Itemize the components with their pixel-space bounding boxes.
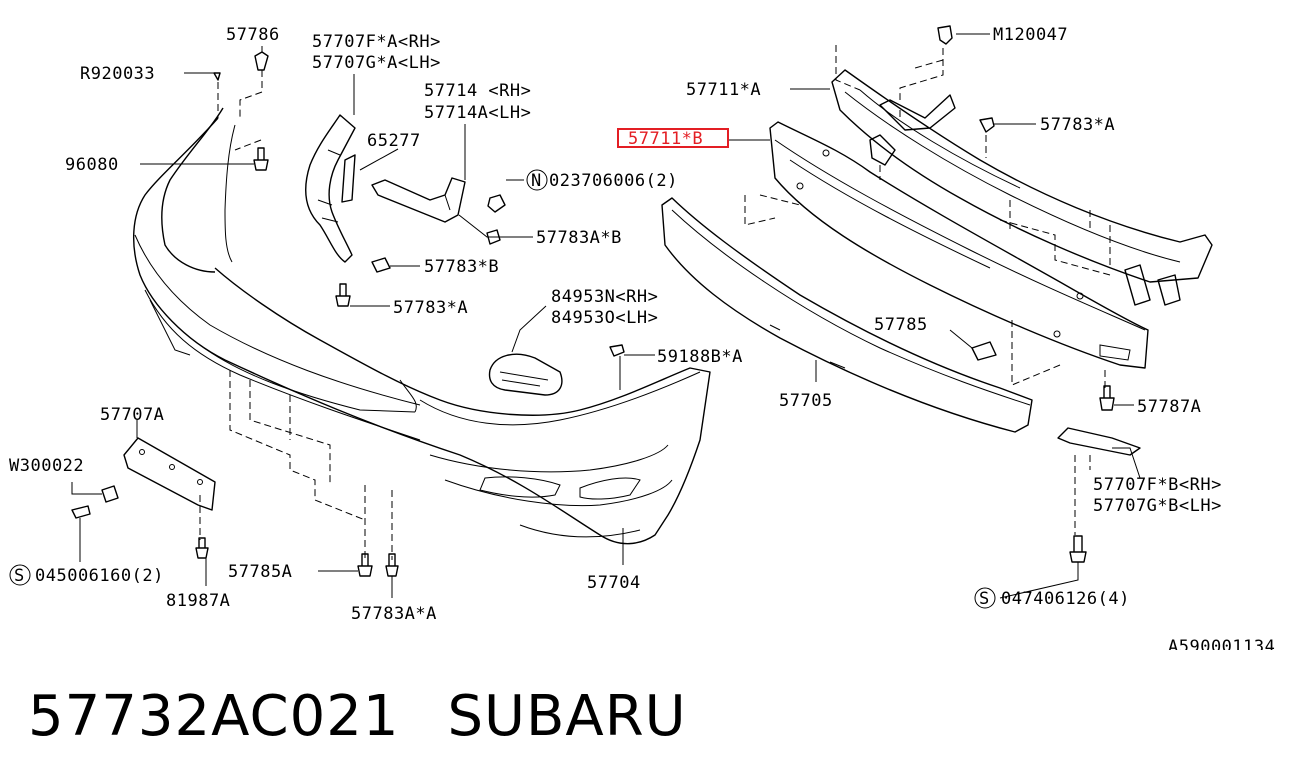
absorber-57705 [661, 197, 1033, 433]
label-57707gb: 57707G*B<LH> [1093, 496, 1222, 516]
parts-diagram: N S S 57786 R920033 96080 57707F*A<RH> 5… [9, 25, 1275, 650]
label-57787a: 57787A [1137, 397, 1201, 417]
callout-symbols: N S S [9, 169, 996, 609]
label-023706006: 023706006(2) [549, 171, 678, 191]
label-045006160: 045006160(2) [35, 566, 164, 586]
lower-bracket-57707a [123, 437, 216, 511]
label-57783a-right: 57783*A [1040, 115, 1115, 135]
bracket-57714 [371, 177, 466, 223]
s-callout-letter-left: S [14, 566, 25, 586]
label-w300022: W300022 [9, 456, 84, 476]
label-57783a: 57783*A [393, 298, 468, 318]
label-57707ga: 57707G*A<LH> [312, 53, 441, 73]
leader-lines [71, 33, 1141, 599]
label-57707fa: 57707F*A<RH> [312, 32, 441, 52]
n-callout-circle [526, 169, 548, 191]
label-57707a: 57707A [100, 405, 164, 425]
label-57783ab: 57783A*B [536, 228, 622, 248]
s-callout-letter-right: S [979, 589, 990, 609]
strip-65277 [341, 154, 356, 203]
label-57714a: 57714A<LH> [424, 103, 531, 123]
label-57783b: 57783*B [424, 257, 499, 277]
s-callout-circle-left [9, 564, 31, 586]
label-57785: 57785 [874, 315, 928, 335]
label-65277: 65277 [367, 131, 421, 151]
part-labels: 57786 R920033 96080 57707F*A<RH> 57707G*… [9, 25, 1275, 650]
label-m120047: M120047 [993, 25, 1068, 45]
figure-code: A590001134 [1168, 637, 1275, 650]
fog-cover-84953 [488, 353, 563, 396]
s-callout-circle-right [974, 587, 996, 609]
fasteners [71, 25, 1141, 577]
label-84953o: 84953O<LH> [551, 308, 658, 328]
bumper-cover-57704 [132, 107, 711, 545]
label-57785a: 57785A [228, 562, 292, 582]
label-59188ba: 59188B*A [657, 347, 743, 367]
label-57711a: 57711*A [686, 80, 761, 100]
n-callout-letter: N [531, 171, 542, 191]
assembly-lines [199, 45, 1111, 560]
label-57707fb: 57707F*B<RH> [1093, 475, 1222, 495]
highlight-box [617, 128, 729, 148]
label-96080: 96080 [65, 155, 119, 175]
reinforcement-57711a [831, 69, 1213, 306]
label-r920033: R920033 [80, 64, 155, 84]
label-57704: 57704 [587, 573, 641, 593]
caption: 57732AC021 SUBARU [28, 684, 735, 749]
caption-part-number: 57732AC021 [28, 684, 400, 749]
label-047406126: 047406126(4) [1001, 589, 1130, 609]
label-57711b: 57711*B [628, 129, 703, 149]
label-57783aa: 57783A*A [351, 604, 437, 624]
label-84953n: 84953N<RH> [551, 287, 658, 307]
label-57714: 57714 <RH> [424, 81, 531, 101]
label-57786: 57786 [226, 25, 280, 45]
label-57705: 57705 [779, 391, 833, 411]
caption-brand: SUBARU [447, 684, 687, 749]
label-81987a: 81987A [166, 591, 230, 611]
reinforcement-57711b [769, 121, 1149, 369]
side-bracket-57707fa [305, 114, 356, 263]
